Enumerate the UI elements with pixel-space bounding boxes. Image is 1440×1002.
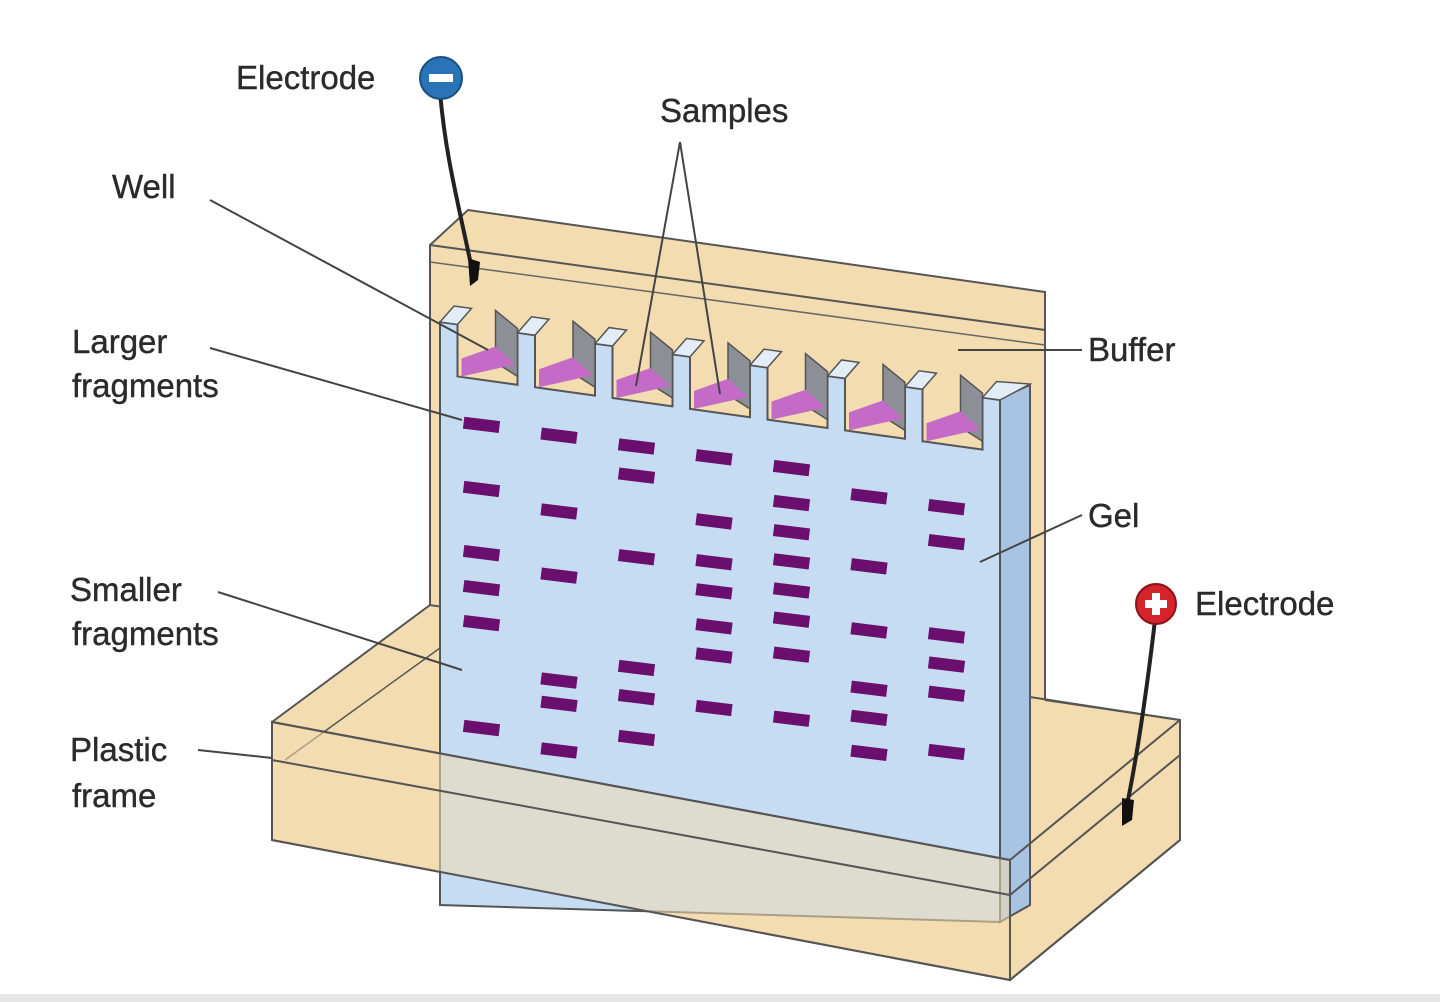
comb-tooth-top (826, 359, 861, 380)
dna-band (772, 611, 811, 628)
dna-band (772, 494, 811, 512)
larger-fragments-label-line2: fragments (72, 367, 219, 404)
gel-wells (438, 305, 1033, 443)
samples-leader-left (635, 141, 681, 387)
lower-tank-rim-front (271, 719, 1181, 862)
dna-band (850, 709, 888, 727)
dna-band (540, 427, 578, 444)
comb-tooth-top (516, 315, 551, 337)
dna-band (695, 449, 733, 466)
dna-band (617, 549, 656, 566)
sample-in-well (926, 411, 981, 442)
dna-band (695, 583, 733, 600)
negative-electrode-label: Electrode (236, 59, 376, 96)
dna-band (617, 467, 656, 484)
dna-band (927, 685, 966, 702)
dna-band (462, 579, 501, 597)
dna-band (695, 618, 733, 635)
dna-band (772, 459, 811, 477)
positive-electrode-wire (1126, 619, 1157, 801)
well-label: Well (112, 168, 176, 205)
positive-electrode-label: Electrode (1195, 585, 1335, 622)
plastic-frame-label-line2: frame (72, 777, 157, 814)
dna-band (462, 480, 501, 498)
buffer-label: Buffer (1088, 331, 1176, 368)
comb-tooth-top (593, 326, 628, 347)
dna-band (695, 513, 733, 530)
dna-band (695, 554, 733, 571)
dna-band (850, 680, 888, 697)
larger-fragments-leader (209, 347, 463, 421)
dna-band (540, 672, 578, 689)
gel-leader (979, 514, 1083, 563)
smaller-fragments-label-line1: Smaller (70, 571, 182, 608)
sample-in-well (461, 346, 516, 377)
minus-sign-icon (429, 74, 453, 82)
dna-band (695, 647, 733, 664)
smaller-fragments-label-line2: fragments (72, 615, 219, 652)
negative-electrode-plate (468, 258, 480, 286)
plus-sign-vertical (1152, 593, 1160, 615)
dna-band (540, 742, 578, 759)
dna-band (462, 614, 501, 632)
larger-fragments-label-line1: Larger (72, 323, 168, 360)
plastic-frame-label-line1: Plastic (70, 731, 168, 768)
dna-band (462, 416, 501, 434)
dna-band (850, 622, 888, 639)
leader-lines (197, 141, 1083, 759)
dna-band (540, 503, 578, 520)
dna-band (772, 553, 811, 570)
dna-band (927, 656, 966, 673)
dna-band (617, 689, 656, 706)
dna-bands (462, 416, 966, 762)
comb-tooth-top (748, 348, 783, 369)
dna-band (927, 743, 966, 761)
gel-label: Gel (1088, 497, 1140, 534)
dna-band (617, 729, 656, 747)
sample-in-well (539, 357, 593, 388)
sample-in-well (694, 378, 748, 409)
dna-band (772, 582, 811, 599)
dna-band (850, 744, 888, 762)
sample-in-well (771, 389, 826, 420)
dna-band (540, 567, 578, 584)
smaller-fragments-leader (217, 591, 463, 671)
bottom-edge-strip (0, 994, 1440, 1002)
dna-band (695, 699, 733, 717)
dna-band (772, 710, 811, 727)
negative-electrode-wire (438, 91, 472, 261)
samples-label: Samples (660, 92, 789, 129)
lower-tank-rim-right (1009, 720, 1181, 981)
comb-tooth-top (903, 369, 938, 391)
dna-band (850, 488, 888, 505)
comb-tooth-top (981, 380, 1033, 401)
dna-band (540, 695, 578, 713)
positive-electrode-plate (1122, 798, 1134, 826)
dna-band (772, 646, 811, 663)
comb-tooth-top (671, 337, 706, 358)
well-leader (209, 199, 489, 351)
dna-band (927, 499, 966, 516)
gel-slab (438, 305, 1033, 924)
sample-in-well (849, 400, 903, 431)
back-tank-rim (429, 244, 1046, 331)
plastic-frame-leader (197, 749, 273, 759)
dna-band (772, 524, 811, 541)
lower-tank-rim-back (1044, 699, 1181, 721)
dna-band (927, 627, 966, 644)
dna-band (850, 558, 888, 575)
dna-band (462, 545, 501, 562)
sample-in-well (616, 368, 671, 399)
comb-tooth-top (438, 305, 473, 326)
dna-band (927, 533, 966, 551)
back-tank-rim-inner (429, 261, 1046, 346)
samples-leader-right (679, 141, 721, 395)
dna-band (462, 719, 501, 737)
dna-band (617, 438, 656, 455)
dna-band (617, 659, 656, 677)
gel-right-side (999, 383, 1031, 924)
